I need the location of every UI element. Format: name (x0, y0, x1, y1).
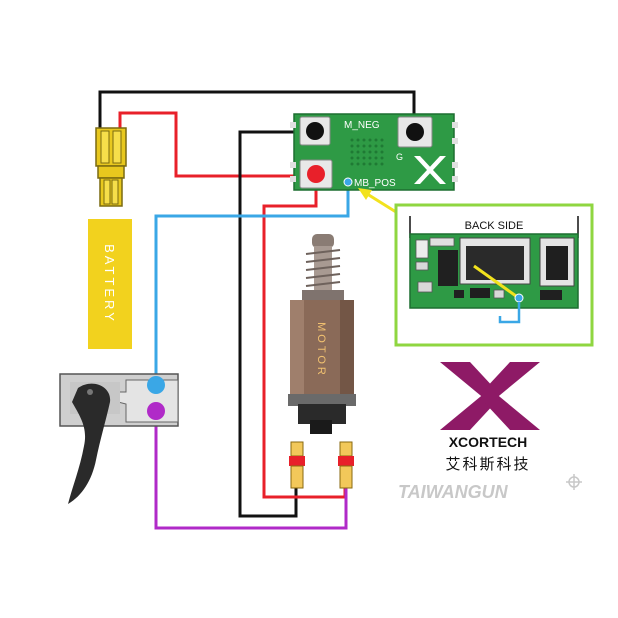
g-label: G (396, 152, 403, 162)
pointer-arrow (363, 190, 397, 214)
motor-terminal-left (289, 441, 305, 489)
mb-pos-label: MB_POS (354, 178, 396, 189)
xcortech-logo-icon (440, 362, 540, 430)
trigger-blade (68, 383, 111, 504)
board-logo-icon (414, 156, 446, 184)
crosshair-icon (566, 474, 582, 490)
motor-label: MOTOR (315, 322, 327, 378)
signal-pad (343, 177, 353, 187)
trigger-switch (59, 373, 179, 504)
purple-wire-trigger-to-motor (154, 410, 348, 530)
black-wire-mneg-to-motor (238, 130, 315, 518)
brand-name: XCORTECH (449, 434, 528, 450)
g-terminal (406, 123, 424, 141)
trigger-blue-terminal (147, 376, 165, 394)
battery: BATTERY (88, 219, 132, 349)
red-wire-battery-to-pos (118, 111, 306, 178)
pos-terminal (307, 165, 325, 183)
black-wire-battery-to-g (98, 90, 416, 128)
blue-wire-signal-to-trigger (154, 184, 350, 382)
m-neg-terminal (306, 122, 324, 140)
battery-label: BATTERY (102, 244, 117, 324)
motor-terminal-right (338, 441, 354, 489)
trigger-purple-terminal (147, 402, 165, 420)
motor: MOTOR (288, 234, 356, 434)
back-side-inset: BACK SIDE (394, 203, 594, 347)
back-side-title: BACK SIDE (465, 220, 524, 232)
mosfet-board: M_NEG G MB_POS (290, 113, 458, 191)
back-signal-pad (514, 293, 524, 303)
brand-chinese: 艾科斯科技 (445, 456, 530, 473)
m-neg-label: M_NEG (344, 120, 380, 131)
battery-connector (95, 127, 127, 207)
watermark-text: TAIWANGUN (398, 482, 509, 502)
